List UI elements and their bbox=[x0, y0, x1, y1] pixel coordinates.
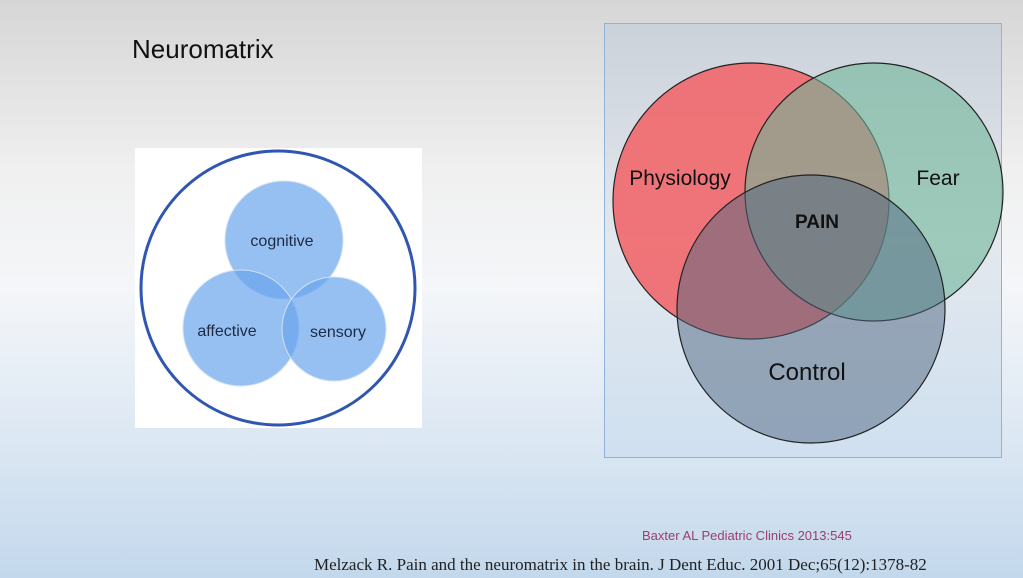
citation-baxter: Baxter AL Pediatric Clinics 2013:545 bbox=[642, 528, 852, 543]
outer-circle bbox=[139, 149, 417, 427]
label-pain: PAIN bbox=[795, 212, 839, 233]
label-control: Control bbox=[768, 359, 845, 386]
label-affective: affective bbox=[197, 323, 256, 340]
sensory-circle bbox=[281, 276, 387, 382]
label-sensory: sensory bbox=[310, 324, 366, 341]
slide-title: Neuromatrix bbox=[132, 34, 274, 64]
control-circle bbox=[676, 174, 946, 444]
label-physiology: Physiology bbox=[629, 167, 731, 190]
label-fear: Fear bbox=[916, 167, 959, 190]
label-cognitive: cognitive bbox=[250, 233, 313, 250]
citation-melzack: Melzack R. Pain and the neuromatrix in t… bbox=[314, 555, 927, 574]
